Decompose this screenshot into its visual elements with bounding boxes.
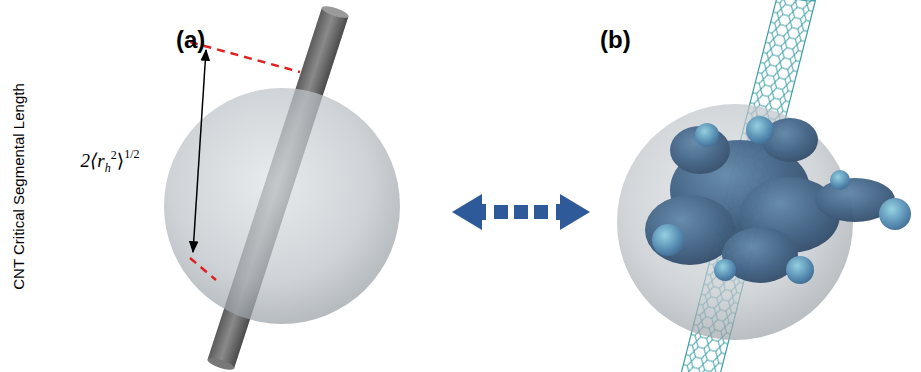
- formula-part: h: [105, 161, 111, 175]
- dimension-arrow: [193, 50, 206, 252]
- sphere: [164, 88, 400, 324]
- panel-label: (a): [176, 26, 205, 54]
- molecule-surface: [645, 116, 911, 284]
- sphere: [617, 104, 853, 340]
- guide-line: [190, 42, 300, 72]
- panel-label: (b): [600, 26, 631, 54]
- guide-line: [190, 258, 216, 280]
- formula-part: 2: [111, 148, 117, 162]
- formula-part: 2⟨r: [80, 150, 104, 171]
- formula: 2⟨rh2⟩1/2: [80, 149, 139, 172]
- axis-title: CNT Critical Segmental Length: [10, 83, 27, 289]
- double-arrow: [452, 194, 590, 230]
- formula-part: 1/2: [124, 147, 139, 161]
- formula-part: ⟩: [117, 150, 124, 171]
